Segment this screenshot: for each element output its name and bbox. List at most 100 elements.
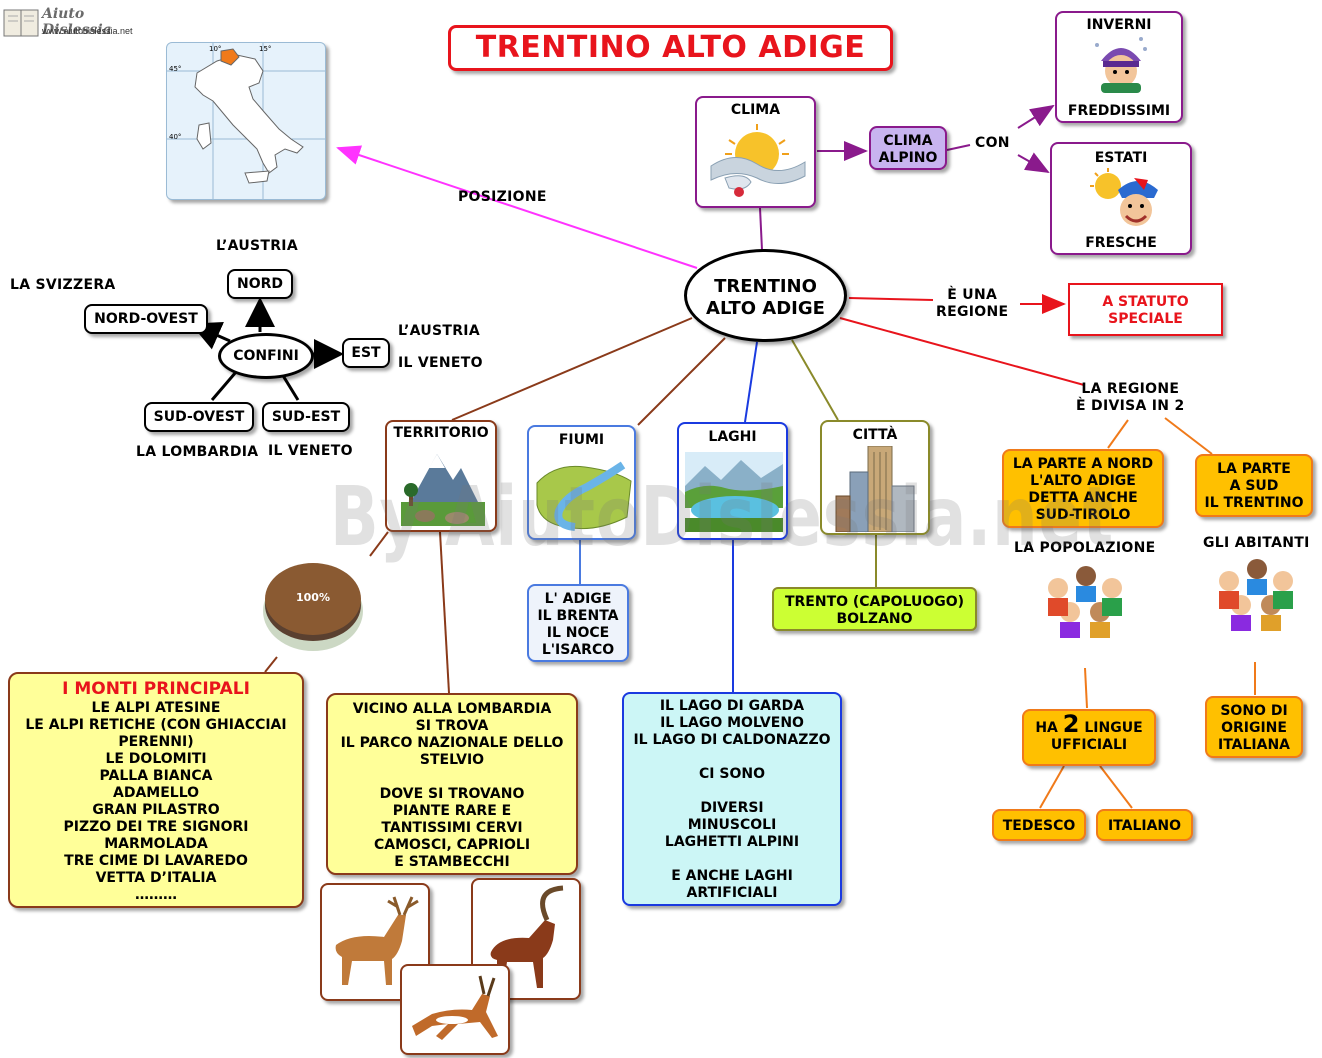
link-con: [946, 144, 971, 151]
monti-item: GRAN PILASTRO: [92, 802, 220, 818]
freddissimi-label: FREDDISSIMI: [1067, 103, 1171, 119]
confini-label-est-1: L’AUSTRIA: [398, 323, 480, 339]
clima-label: CLIMA: [730, 102, 781, 118]
lingue-num: 2: [1062, 710, 1080, 738]
inverni-node[interactable]: INVERNI FREDDISSIMI: [1055, 11, 1183, 123]
parte-sud-line: IL TRENTINO: [1204, 495, 1304, 511]
confini-nord-ovest[interactable]: NORD-OVEST: [84, 304, 208, 334]
link-nord: [1107, 419, 1129, 449]
link-pie: [369, 531, 389, 557]
parte-sud-node[interactable]: LA PARTE A SUD IL TRENTINO: [1195, 454, 1313, 517]
fiumi-label: FIUMI: [558, 432, 605, 448]
posizione-label: POSIZIONE: [458, 189, 547, 205]
confini-est[interactable]: EST: [342, 338, 390, 368]
clima-node[interactable]: CLIMA: [695, 96, 816, 208]
clima-alpino-line-2: ALPINO: [878, 150, 938, 166]
central-line-1: TRENTINO: [714, 276, 817, 297]
parco-line: PIANTE RARE E: [392, 803, 512, 819]
lago-line: MINUSCOLI: [687, 817, 777, 833]
parte-sud-line: LA PARTE: [1217, 461, 1291, 477]
lago-spacer: [624, 749, 840, 766]
map-lon-15: 15°: [259, 45, 272, 53]
citta-node[interactable]: CITTÀ: [820, 420, 930, 535]
statuto-line-1: A STATUTO: [1102, 294, 1189, 310]
lago-line: IL LAGO DI GARDA: [659, 698, 805, 714]
confini-label-est-2: IL VENETO: [398, 355, 483, 371]
regione-connector-1: LA REGIONE: [1081, 381, 1180, 397]
parco-line: DOVE SI TROVANO: [379, 786, 525, 802]
link-posizione: [336, 145, 698, 269]
confini-nord[interactable]: NORD: [227, 269, 293, 299]
origine-line: ITALIANA: [1217, 737, 1291, 753]
link-parco: [439, 531, 450, 694]
monti-item: MARMOLADA: [104, 836, 208, 852]
link-lingue: [1084, 667, 1088, 709]
monti-item: TRE CIME DI LAVAREDO: [64, 853, 248, 869]
italy-map: 45° 40° 10° 15°: [166, 42, 326, 200]
monti-item: LE ALPI RETICHE (CON GHIACCIAI: [25, 717, 287, 733]
lago-line: ARTIFICIALI: [686, 885, 778, 901]
link-citta: [791, 339, 839, 421]
parco-line: VICINO ALLA LOMBARDIA: [352, 701, 552, 717]
laghi-node[interactable]: LAGHI: [677, 422, 788, 540]
con-label: CON: [975, 135, 1010, 151]
monti-item: PIZZO DEI TRE SIGNORI: [63, 819, 249, 835]
page-title: TRENTINO ALTO ADIGE: [475, 30, 866, 65]
logo-url: www.aiutodislessia.net: [42, 26, 133, 36]
fiume-item: L' ADIGE: [544, 591, 612, 607]
fiumi-list: L' ADIGE IL BRENTA IL NOCE L'ISARCO: [527, 584, 629, 662]
parte-nord-line: DETTA ANCHE: [1028, 490, 1138, 506]
clima-alpino-line-1: CLIMA: [883, 133, 933, 149]
statuto-line-2: SPECIALE: [1108, 311, 1183, 327]
link-sud-ovest: [210, 371, 238, 401]
page-title-box: TRENTINO ALTO ADIGE: [448, 25, 893, 71]
monti-item: ADAMELLO: [112, 785, 200, 801]
deer-icon: [335, 896, 419, 985]
link-sud-est: [280, 373, 300, 401]
tedesco-node[interactable]: TEDESCO: [992, 809, 1086, 841]
citta-line-2: BOLZANO: [836, 611, 913, 627]
monti-item: LE ALPI ATESINE: [91, 700, 221, 716]
link-territorio: [451, 317, 693, 421]
logo[interactable]: Aiuto Dislessia www.aiutodislessia.net: [2, 4, 154, 40]
origine-node[interactable]: SONO DI ORIGINE ITALIANA: [1205, 696, 1303, 758]
parte-nord-node[interactable]: LA PARTE A NORD L'ALTO ADIGE DETTA ANCHE…: [1002, 449, 1164, 528]
laghi-list: IL LAGO DI GARDA IL LAGO MOLVENO IL LAGO…: [622, 692, 842, 906]
lago-line: IL LAGO MOLVENO: [660, 715, 804, 731]
watermark: By AiutoDislessia.net: [330, 470, 1114, 565]
monti-item: PALLA BIANCA: [99, 768, 213, 784]
confini-sud-est[interactable]: SUD-EST: [262, 402, 350, 432]
monti-item: ………: [135, 887, 177, 903]
pie-chart-icon: [263, 563, 363, 651]
citta-line-1: TRENTO (CAPOLUOGO): [784, 594, 965, 610]
citta-label: CITTÀ: [852, 427, 898, 443]
abitanti-label: GLI ABITANTI: [1203, 535, 1310, 551]
monti-item: PERENNI): [118, 734, 194, 750]
city-icon: [835, 446, 915, 532]
lingue-node[interactable]: HA 2 LINGUE UFFICIALI: [1022, 709, 1156, 766]
estati-node[interactable]: ESTATI FRESCHE: [1050, 142, 1192, 255]
italiano-node[interactable]: ITALIANO: [1096, 809, 1193, 841]
confini-node[interactable]: CONFINI: [218, 333, 314, 379]
statuto-connector-2: REGIONE: [936, 304, 1009, 320]
origine-line: ORIGINE: [1221, 720, 1287, 736]
link-fiumi: [637, 337, 726, 426]
lago-line: LAGHETTI ALPINI: [664, 834, 800, 850]
statuto-connector: È UNA REGIONE: [936, 287, 1008, 321]
mountain-icon: [401, 454, 485, 526]
fresche-label: FRESCHE: [1085, 235, 1157, 251]
river-icon: [536, 461, 632, 531]
confini-sud-ovest[interactable]: SUD-OVEST: [144, 402, 254, 432]
parco-line: STELVIO: [419, 752, 485, 768]
parte-nord-line: L'ALTO ADIGE: [1030, 473, 1136, 489]
hot-person-icon: [1090, 168, 1158, 226]
parco-line: SI TROVA: [415, 718, 489, 734]
clima-alpino-node[interactable]: CLIMA ALPINO: [869, 126, 947, 170]
territorio-node[interactable]: TERRITORIO: [385, 420, 497, 532]
people-group-icon: [1048, 566, 1122, 638]
central-node[interactable]: TRENTINO ALTO ADIGE: [684, 249, 847, 342]
people-group-icon: [1219, 559, 1293, 631]
statuto-node[interactable]: A STATUTO SPECIALE: [1068, 283, 1223, 336]
fiumi-node[interactable]: FIUMI: [527, 425, 636, 540]
